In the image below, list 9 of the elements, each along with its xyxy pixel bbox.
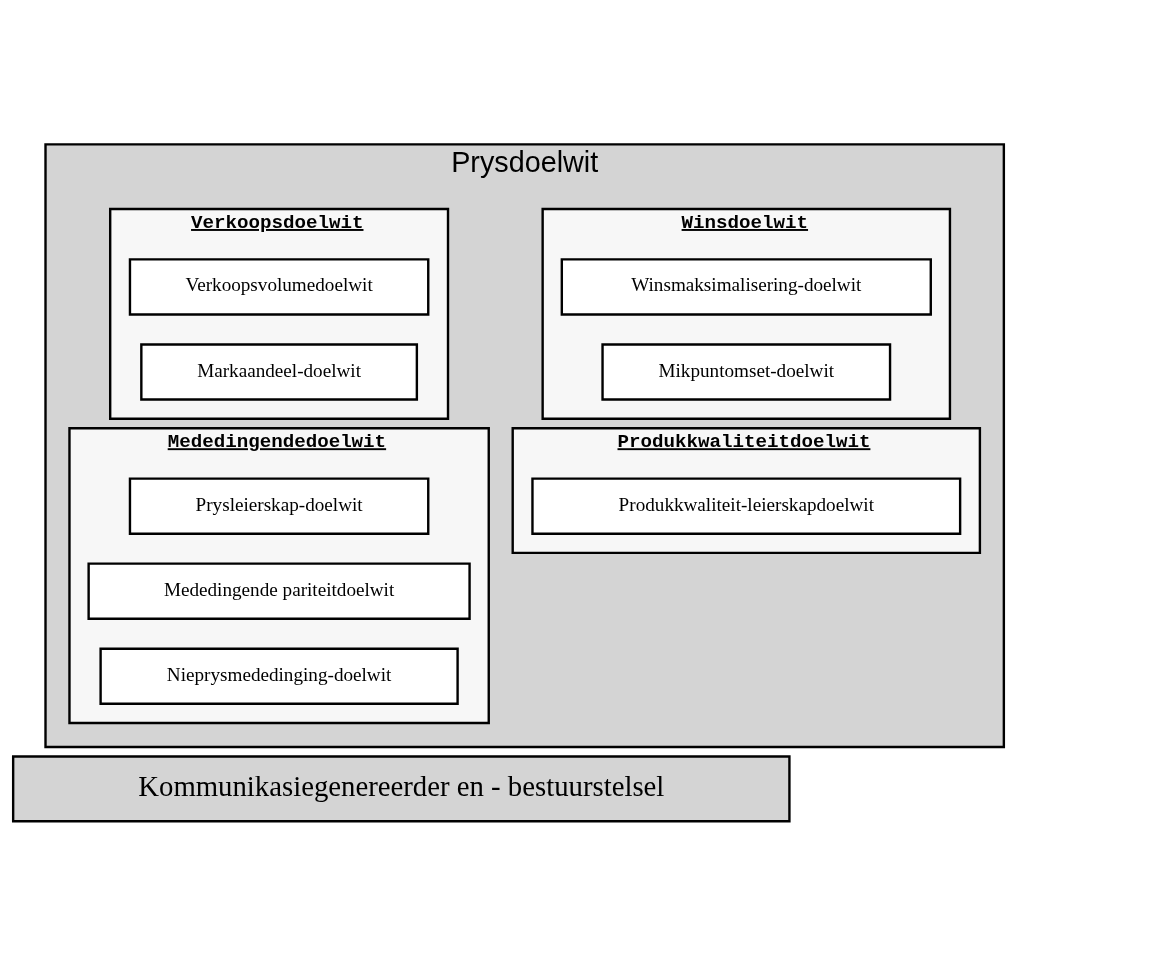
node-box: Winsmaksimalisering-doelwit: [560, 257, 932, 316]
node-box: Mikpuntomset-doelwit: [601, 342, 892, 401]
node-box: Verkoopsvolumedoelwit: [128, 257, 430, 316]
node-box: Kommunikasiegenereerder en - bestuurstelsel: [11, 754, 791, 822]
node-box: Nieprysmededinging-doelwit: [99, 647, 459, 705]
node-box: Markaandeel-doelwit: [140, 342, 419, 401]
node-box: Prysleierskap-doelwit: [128, 476, 430, 535]
node-box: Mededingende pariteitdoelwit: [87, 561, 471, 620]
node-box: Produkkwaliteit-leierskapdoelwit: [531, 476, 962, 535]
